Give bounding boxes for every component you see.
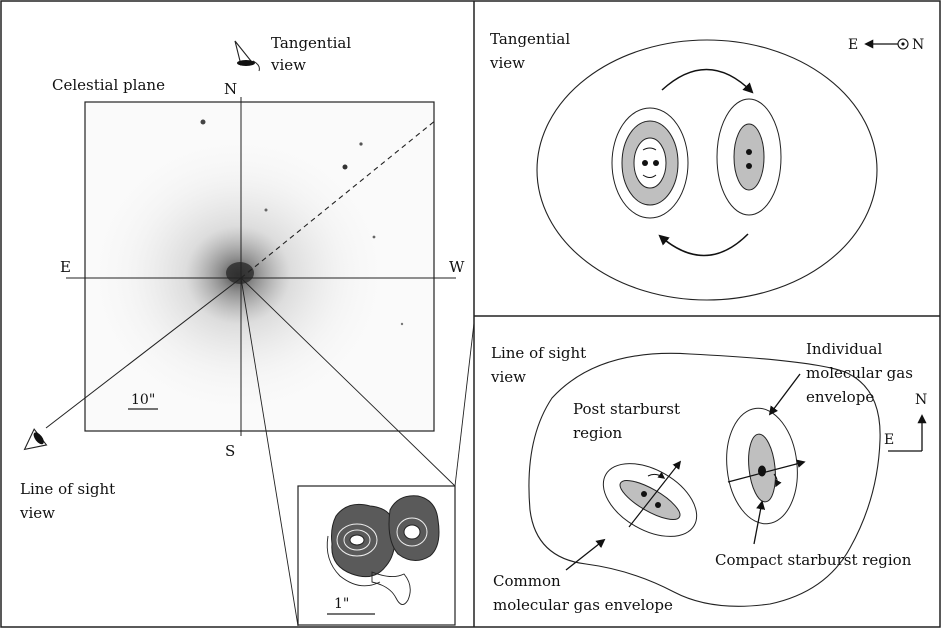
- los-panel-title-2: view: [490, 368, 526, 386]
- contour-inset: 1": [297, 485, 456, 626]
- line-of-sight-label-2: view: [19, 504, 55, 522]
- field-star: [359, 142, 363, 146]
- orbit-arrow-bottom: [658, 233, 749, 257]
- tangential-orientation-north: N: [912, 37, 924, 53]
- field-star: [400, 322, 404, 326]
- tangential-view-label-2: view: [270, 56, 306, 74]
- compass-east: E: [60, 258, 71, 276]
- contour-ring: [343, 529, 371, 551]
- right-nucleus-dot: [746, 149, 752, 155]
- compact-starburst-label: Compact starburst region: [715, 551, 912, 569]
- contour-ring: [336, 523, 378, 557]
- los-orientation-east: E: [884, 432, 894, 448]
- post-starburst-rotation-axis: [628, 460, 682, 528]
- orbit-arrow-top: [661, 68, 754, 94]
- compact-starburst-nucleus: [758, 465, 766, 477]
- right-starburst-core: [733, 123, 765, 191]
- contour-tail: [326, 535, 381, 587]
- individual-envelope-label-1: Individual: [806, 340, 882, 358]
- compact-starburst-rotation-axis: [727, 459, 806, 483]
- field-star: [200, 119, 206, 125]
- line-of-sight-line: [45, 277, 242, 429]
- post-starburst-nucleus-dot: [655, 502, 661, 508]
- common-envelope-label-2: molecular gas envelope: [493, 596, 673, 614]
- inset-projection-left: [240, 277, 299, 627]
- compass-west: W: [449, 258, 465, 276]
- tangential-view-label-1: Tangential: [271, 34, 351, 52]
- individual-envelope-label-2: molecular gas: [806, 364, 913, 382]
- celestial-plane-label: Celestial plane: [52, 76, 165, 94]
- tangential-orientation-dot: [901, 42, 905, 46]
- scale-bar-10-label: 10": [131, 392, 155, 408]
- compass-north: N: [224, 80, 237, 98]
- contour-ring: [396, 517, 428, 547]
- left-nucleus-dot: [642, 160, 648, 166]
- contour-tail: [371, 571, 411, 605]
- field-star: [264, 208, 268, 212]
- tangential-panel-title-1: Tangential: [490, 30, 570, 48]
- field-star: [372, 235, 376, 239]
- galaxy-core: [226, 262, 254, 284]
- tangential-view-panel: Tangential view E N: [489, 30, 924, 301]
- tangential-panel-title-2: view: [489, 54, 525, 72]
- celestial-plane-panel: Celestial plane N S E W 10" Line of sigh…: [19, 34, 475, 627]
- inset-projection-right: [240, 277, 456, 487]
- tangential-direction-line: [240, 119, 437, 279]
- los-orientation-north: N: [915, 392, 927, 408]
- compact-starburst-pointer: [753, 500, 766, 545]
- line-of-sight-panel: Line of sight view Individual molecular …: [490, 340, 927, 614]
- contour-ring: [349, 534, 365, 546]
- common-envelope-tangential: [536, 39, 878, 301]
- compass-south: S: [225, 442, 235, 460]
- post-starburst-spin-mark: [647, 471, 666, 479]
- tangential-orientation-east: E: [848, 37, 858, 53]
- tangential-orientation-dot-circle: [897, 38, 909, 50]
- post-starburst-nucleus-dot: [641, 491, 647, 497]
- field-star: [342, 164, 348, 170]
- line-of-sight-eye-icon: [23, 428, 48, 451]
- contour-ring: [403, 524, 421, 540]
- right-nucleus-dot: [746, 163, 752, 169]
- inset-projection-right-up: [454, 322, 475, 487]
- line-of-sight-label-1: Line of sight: [20, 480, 115, 498]
- common-envelope-outline: [528, 352, 881, 607]
- post-starburst-label-2: region: [573, 424, 622, 442]
- common-envelope-label-1: Common: [493, 572, 561, 590]
- post-starburst-label-1: Post starburst: [573, 400, 680, 418]
- left-rotation-mark: [642, 174, 657, 178]
- individual-envelope-pointer: [768, 373, 801, 416]
- left-core: [633, 137, 667, 189]
- tangential-eye-icon: [234, 40, 260, 72]
- scale-bar-1-label: 1": [334, 596, 349, 612]
- left-rotation-mark: [642, 147, 657, 151]
- compact-starburst-spin-mark: [773, 473, 782, 488]
- individual-envelope-label-3: envelope: [806, 388, 874, 406]
- common-envelope-pointer: [565, 538, 606, 571]
- los-panel-title-1: Line of sight: [491, 344, 586, 362]
- left-nucleus-dot: [653, 160, 659, 166]
